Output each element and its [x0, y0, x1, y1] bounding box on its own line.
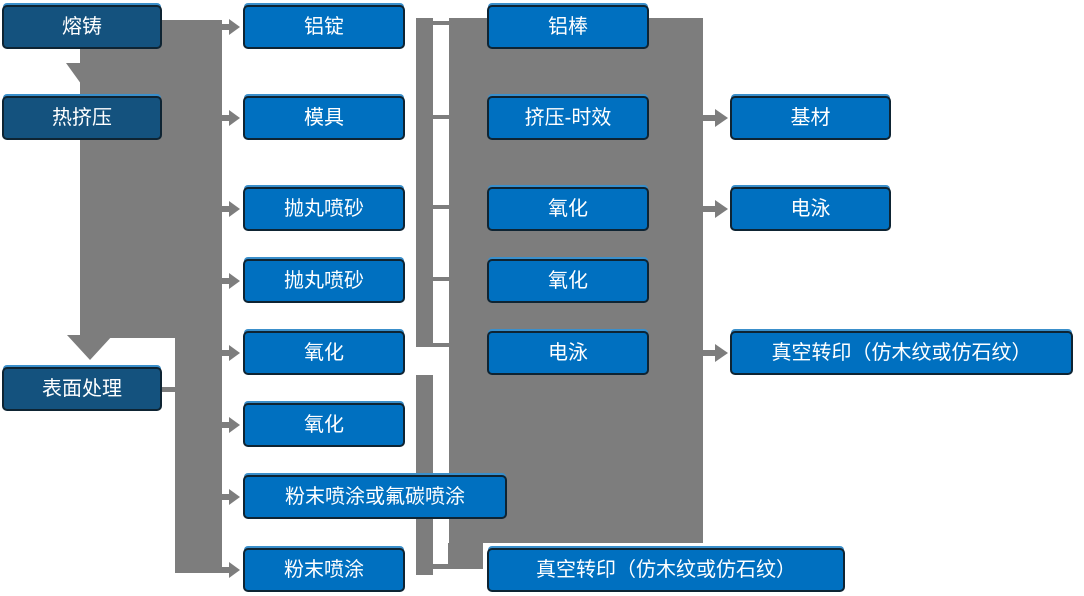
node-electrophoresis-1: 电泳 [487, 331, 649, 375]
connector-mid-tick-row3 [433, 205, 449, 209]
arrow-stem-to-shotblast-1 [222, 206, 230, 212]
node-melting-casting: 熔铸 [2, 5, 162, 49]
connector-mid-tick-row4 [433, 277, 449, 281]
arrow-stem-to-base-material [703, 115, 716, 121]
node-aluminum-rod: 铝棒 [487, 5, 649, 49]
connector-mid-tick-row1 [433, 21, 449, 25]
node-shot-blasting-2: 抛丸喷砂 [243, 259, 405, 303]
arrow-to-ingot-icon [229, 19, 240, 35]
node-oxidation-4: 氧化 [487, 259, 649, 303]
node-oxidation-1: 氧化 [243, 331, 405, 375]
arrow-down-melting-to-extrusion-icon [66, 63, 102, 88]
node-powder-or-fluorocarbon-coating: 粉末喷涂或氟碳喷涂 [243, 475, 507, 519]
node-oxidation-3: 氧化 [487, 187, 649, 231]
arrow-to-shotblast-2-icon [229, 273, 240, 289]
node-base-material: 基材 [730, 96, 891, 140]
connector-left-trunk [175, 20, 222, 573]
connector-mid-rail-upper [416, 18, 433, 347]
arrow-to-oxidation-1-icon [229, 345, 240, 361]
connector-mid-tick-row2 [433, 115, 449, 119]
arrow-to-oxidation-2-icon [229, 417, 240, 433]
node-aluminum-ingot: 铝锭 [243, 5, 405, 49]
arrow-to-mold-icon [229, 110, 240, 126]
node-hot-extrusion: 热挤压 [2, 96, 162, 140]
arrow-to-powder-fluoro-icon [229, 489, 240, 505]
node-electrophoresis-2: 电泳 [730, 187, 891, 231]
arrow-stem-to-ingot [222, 24, 230, 30]
node-mold: 模具 [243, 96, 405, 140]
arrow-stem-to-mold [222, 115, 230, 121]
arrow-to-vacuum-transfer-icon [715, 344, 728, 362]
node-surface-treatment: 表面处理 [2, 367, 162, 411]
arrow-stem-to-oxidation-1 [222, 350, 230, 356]
node-vacuum-transfer-print-2: 真空转印（仿木纹或仿石纹） [730, 331, 1073, 375]
node-shot-blasting-1: 抛丸喷砂 [243, 187, 405, 231]
arrow-stem-to-vacuum-transfer [703, 350, 716, 356]
arrow-stem-to-powder [222, 567, 230, 573]
arrow-stem-to-powder-fluoro [222, 494, 230, 500]
arrow-to-powder-icon [229, 562, 240, 578]
connector-mid-tick-bottom [433, 564, 449, 569]
arrow-to-base-material-icon [715, 109, 728, 127]
arrow-down-trunk-to-surface-icon [67, 335, 113, 360]
arrow-to-shotblast-1-icon [229, 201, 240, 217]
node-extrusion-aging: 挤压-时效 [487, 96, 649, 140]
arrow-stem-to-electrophoresis [703, 206, 716, 212]
connector-surface-link [162, 387, 176, 392]
connector-mid-tick-row5 [433, 343, 449, 347]
arrow-stem-to-oxidation-2 [222, 422, 230, 428]
node-oxidation-2: 氧化 [243, 403, 405, 447]
connector-panel-drop-strip [448, 543, 483, 569]
arrow-to-electrophoresis-icon [715, 200, 728, 218]
node-vacuum-transfer-print-1: 真空转印（仿木纹或仿石纹） [487, 548, 845, 592]
arrow-stem-to-shotblast-2 [222, 278, 230, 284]
node-powder-coating: 粉末喷涂 [243, 548, 405, 592]
